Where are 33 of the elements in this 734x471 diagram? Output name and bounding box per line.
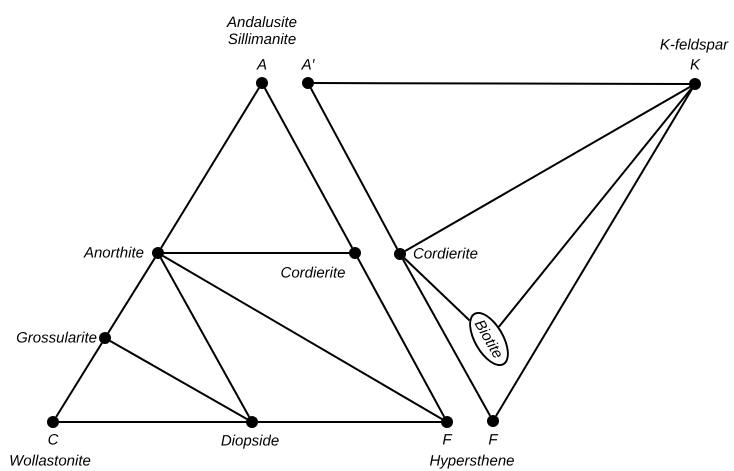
point-label: Andalusite Sillimanite (225, 14, 298, 48)
tie-line (264, 88, 353, 248)
tie-line (160, 88, 260, 248)
point-label: Anorthite (84, 244, 144, 262)
tie-line (59, 421, 246, 423)
tie-line (402, 258, 491, 416)
tie-line (55, 342, 103, 418)
tie-line (107, 258, 156, 334)
tie-line (498, 88, 692, 328)
point-label: A (257, 56, 267, 74)
point-label: K (690, 56, 700, 74)
point-label: Diopside (220, 432, 280, 450)
tie-line (110, 340, 248, 420)
point-label: C (48, 431, 58, 449)
point-label: A′ (302, 56, 314, 74)
tie-line (160, 258, 250, 418)
tie-line (164, 252, 349, 254)
point-label: Hypersthene (429, 452, 515, 470)
tie-line (258, 421, 441, 423)
point-label: Cordierite (413, 245, 478, 263)
tie-line (495, 88, 693, 416)
point-label: F (442, 431, 452, 449)
point-label: Grossularite (16, 329, 97, 347)
tie-line (404, 86, 690, 252)
point-label: Wollastonite (9, 452, 91, 470)
tie-line (314, 82, 689, 85)
tie-line (357, 258, 445, 418)
point-label: F (488, 431, 498, 449)
tie-line (162, 255, 442, 420)
point-label: K-feldspar (660, 36, 728, 54)
point-label: Cordierite (280, 264, 346, 282)
tie-line (404, 257, 470, 322)
tie-line (310, 88, 398, 250)
